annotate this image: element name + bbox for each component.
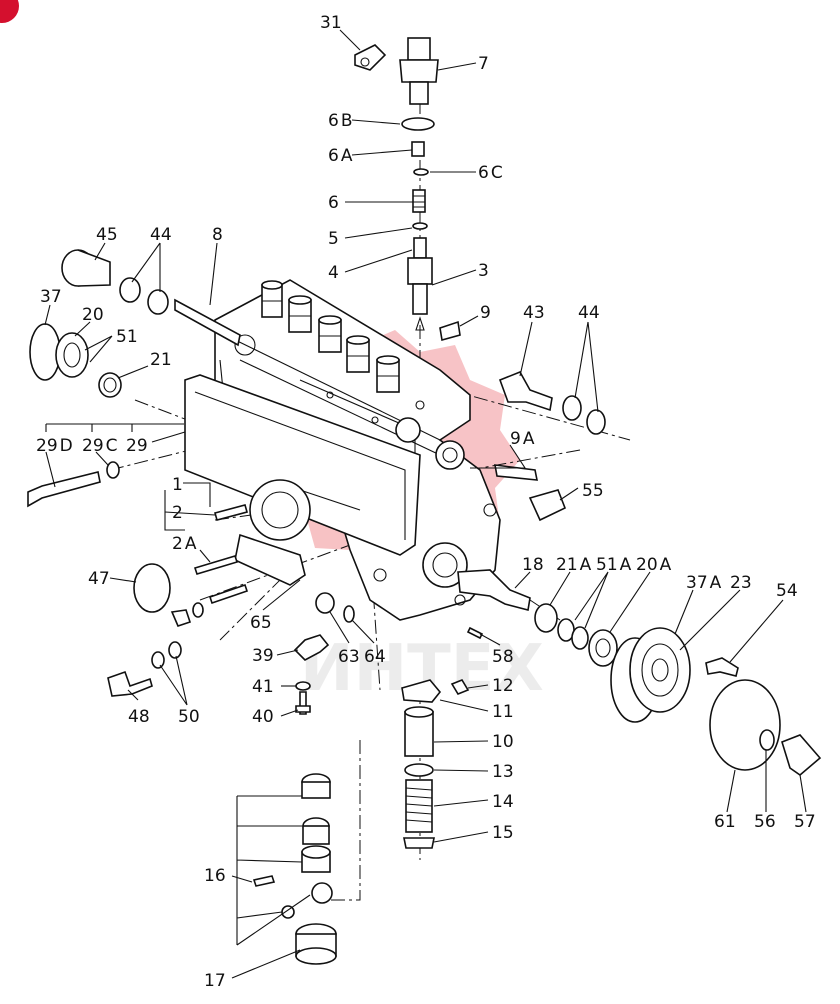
right-parts xyxy=(315,320,822,777)
callout-44-right: 44 xyxy=(578,303,600,323)
callout-12: 12 xyxy=(492,676,514,696)
callout-43: 43 xyxy=(523,303,545,323)
callout-10: 10 xyxy=(492,732,514,752)
callout-57: 57 xyxy=(794,812,816,832)
callout-3: 3 xyxy=(478,261,489,281)
callout-37: 37 xyxy=(40,287,62,307)
callout-29: 29 xyxy=(126,436,148,456)
callout-63: 63 xyxy=(338,647,360,667)
callout-48: 48 xyxy=(128,707,150,727)
callout-17: 17 xyxy=(204,971,226,991)
callout-8: 8 xyxy=(212,225,223,245)
callout-14: 14 xyxy=(492,792,514,812)
callout-54: 54 xyxy=(776,581,798,601)
leader-lines xyxy=(44,29,807,979)
callout-7: 7 xyxy=(478,54,489,74)
callout-56: 56 xyxy=(754,812,776,832)
callout-5: 5 xyxy=(328,229,339,249)
callout-4: 4 xyxy=(328,263,339,283)
lower-parts xyxy=(252,634,470,965)
callout-51: 51 xyxy=(116,327,138,347)
gasket xyxy=(234,479,311,586)
callout-55: 55 xyxy=(582,481,604,501)
callout-50: 50 xyxy=(178,707,200,727)
callout-21: 21 xyxy=(150,350,172,370)
left-parts xyxy=(27,249,249,697)
callout-18: 18 xyxy=(522,555,544,575)
corner-badge xyxy=(0,0,19,23)
callout-45: 45 xyxy=(96,225,118,245)
side-cover xyxy=(184,374,421,556)
callout-2: 2 xyxy=(172,503,183,523)
delivery-valve-holders xyxy=(261,280,400,393)
callout-13: 13 xyxy=(492,762,514,782)
callout-11: 11 xyxy=(492,702,514,722)
callout-23: 23 xyxy=(730,573,752,593)
callout-16: 16 xyxy=(204,866,226,886)
callout-40: 40 xyxy=(252,707,274,727)
callout-58: 58 xyxy=(492,647,514,667)
callout-1: 1 xyxy=(172,475,183,495)
callout-15: 15 xyxy=(492,823,514,843)
callout-9: 9 xyxy=(480,303,491,323)
callout-44-left: 44 xyxy=(150,225,172,245)
callout-20: 20 xyxy=(82,305,104,325)
callout-65: 65 xyxy=(250,613,272,633)
callout-64: 64 xyxy=(364,647,386,667)
callout-47: 47 xyxy=(88,569,110,589)
callout-31: 31 xyxy=(320,13,342,33)
callout-6: 6 xyxy=(328,193,339,213)
callout-39: 39 xyxy=(252,646,274,666)
callout-61: 61 xyxy=(714,812,736,832)
valve-stack xyxy=(354,37,439,331)
callout-41: 41 xyxy=(252,677,274,697)
